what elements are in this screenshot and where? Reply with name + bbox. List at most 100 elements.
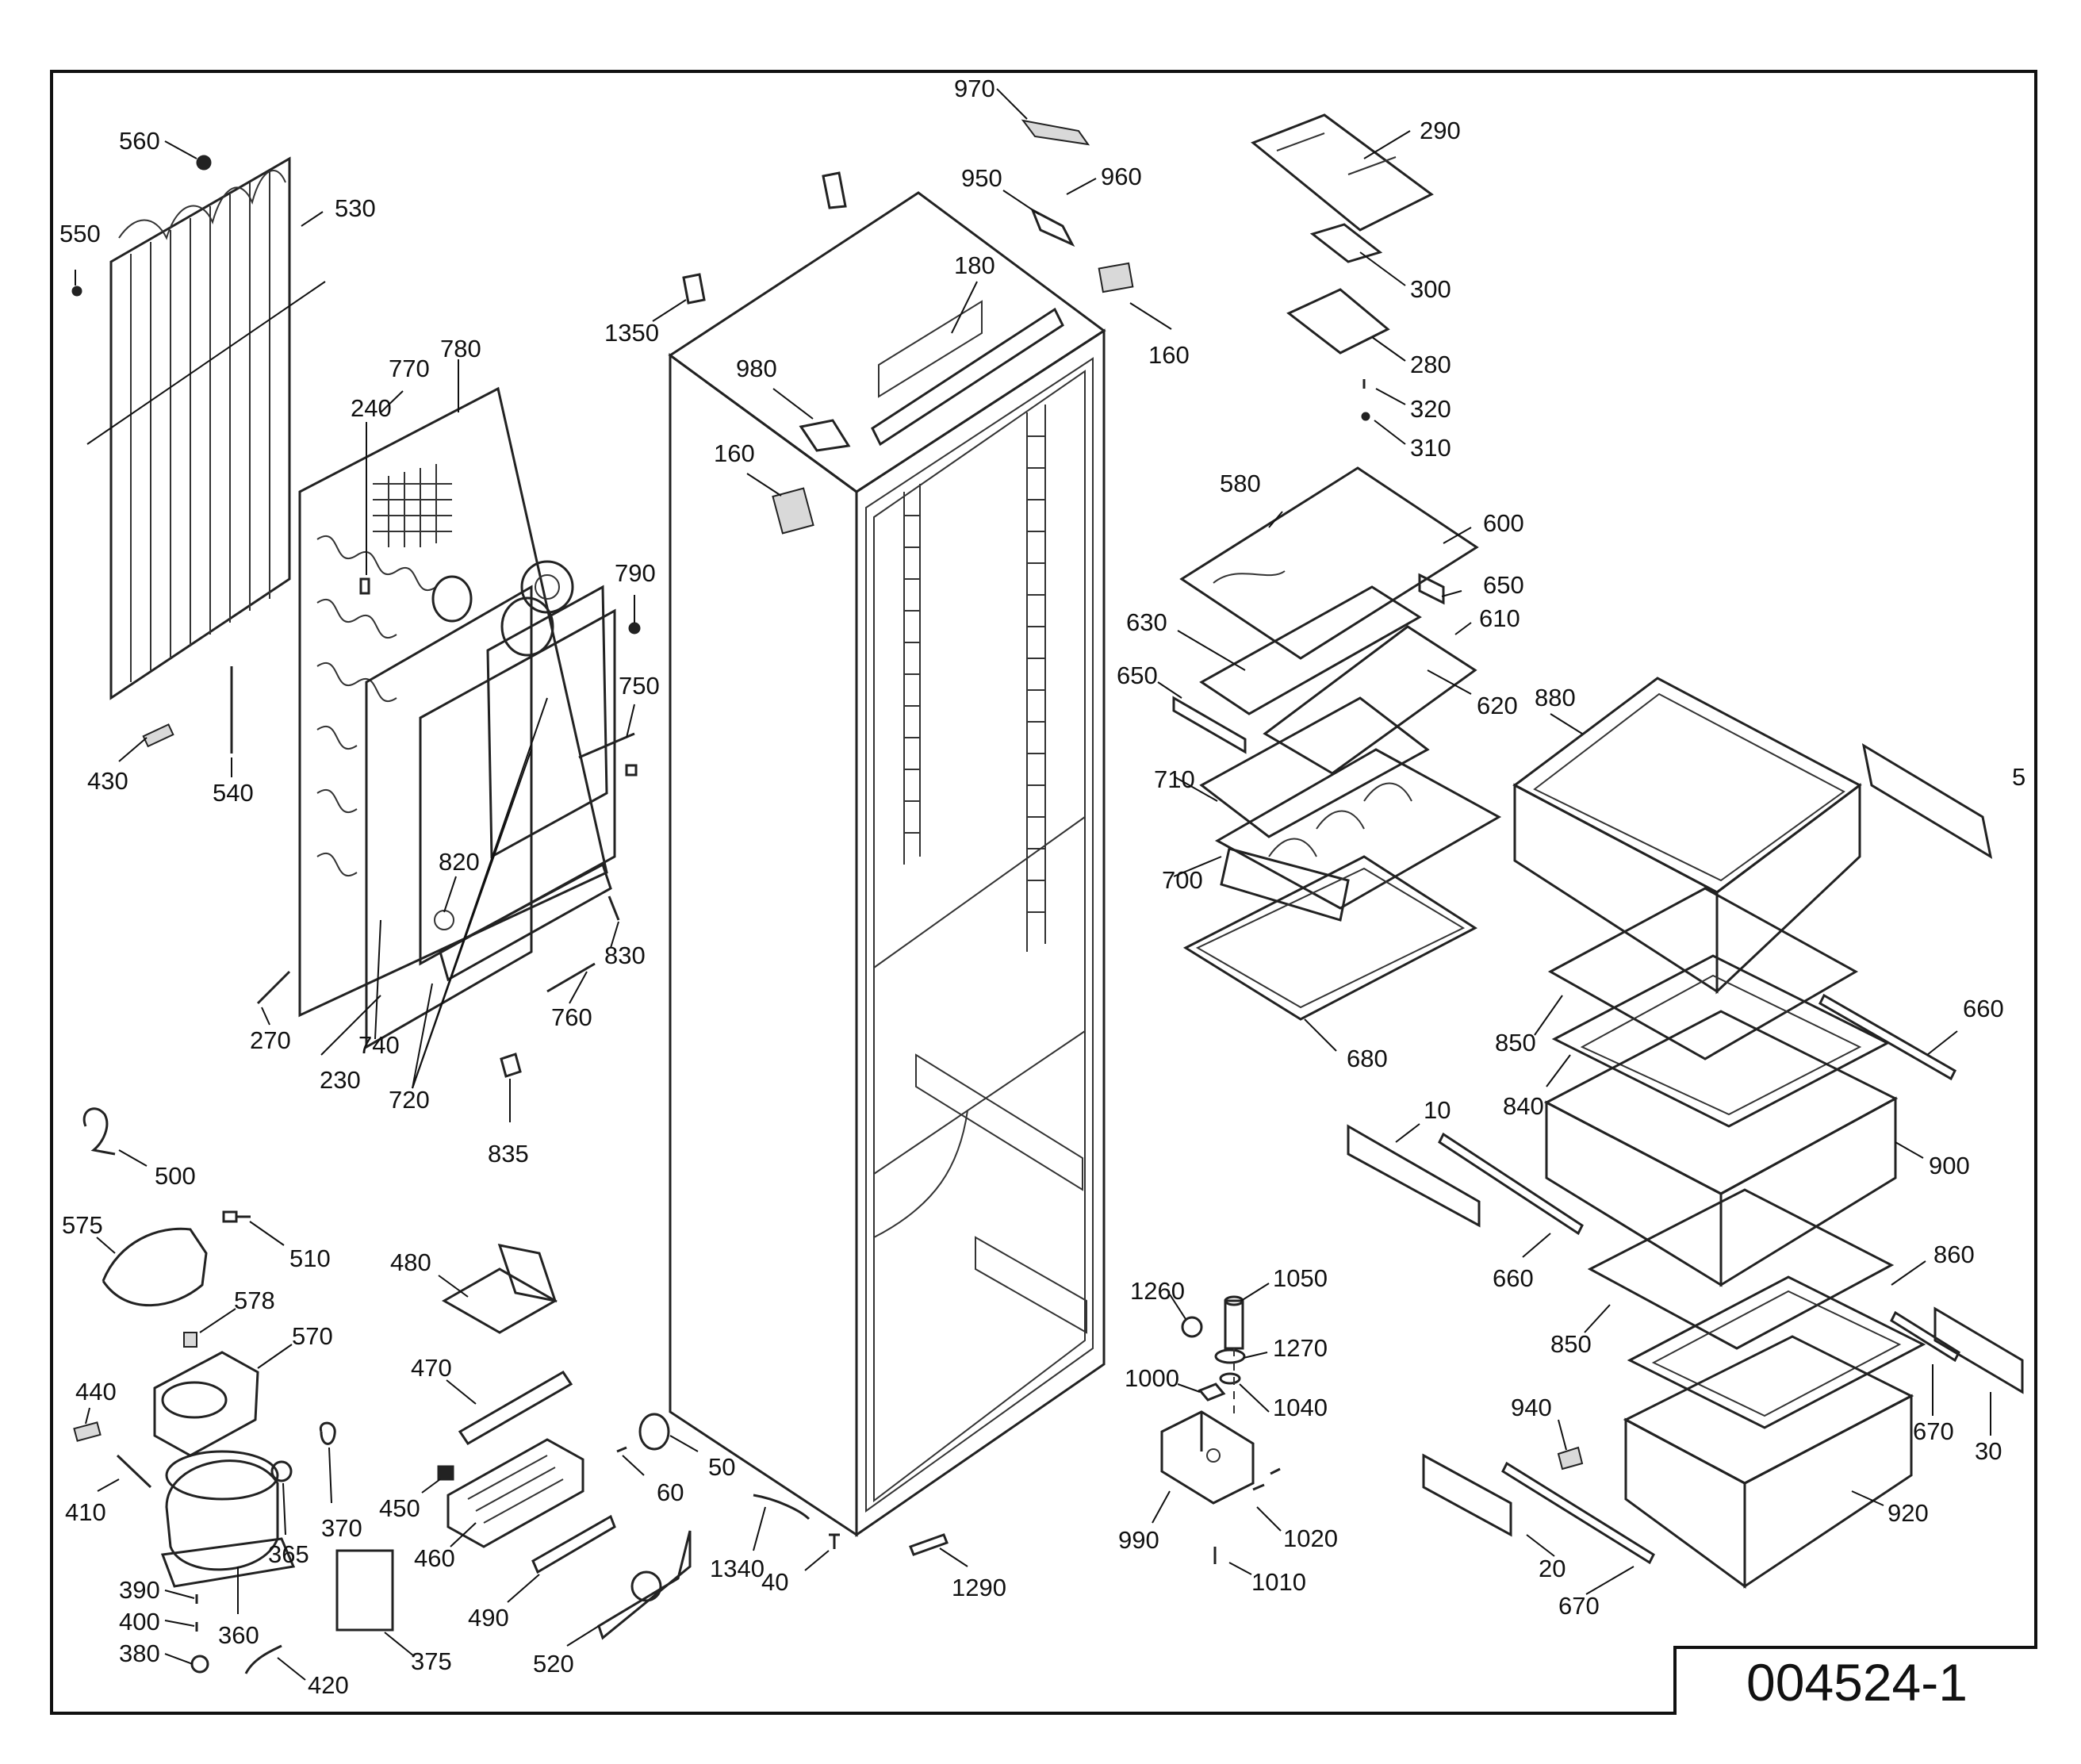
callout-1340: 1340 bbox=[710, 1555, 765, 1582]
rail-670-right bbox=[1890, 1310, 1960, 1363]
callout-670: 670 bbox=[1558, 1592, 1600, 1620]
callout-530: 530 bbox=[335, 194, 376, 222]
part-270 bbox=[256, 970, 291, 1005]
callout-430: 430 bbox=[87, 767, 128, 795]
cabinet-ribs-right bbox=[1026, 405, 1046, 952]
part-1340 bbox=[753, 1494, 811, 1520]
cover-850-top bbox=[1547, 887, 1859, 1060]
callout-390: 390 bbox=[119, 1576, 160, 1604]
callout-550: 550 bbox=[59, 220, 101, 247]
drawer-900 bbox=[1543, 1010, 1899, 1287]
callout-50: 50 bbox=[708, 1453, 735, 1481]
clip-part-1350 bbox=[682, 273, 706, 305]
part-940 bbox=[1557, 1446, 1584, 1471]
callout-420: 420 bbox=[308, 1671, 349, 1699]
callout-760: 760 bbox=[551, 1003, 592, 1031]
callout-750: 750 bbox=[619, 672, 660, 700]
callout-650: 650 bbox=[1483, 571, 1524, 599]
callout-660: 660 bbox=[1963, 995, 2004, 1022]
drawer-920 bbox=[1623, 1335, 1914, 1589]
part-290 bbox=[1251, 113, 1434, 232]
callout-700: 700 bbox=[1162, 866, 1203, 894]
callout-920: 920 bbox=[1887, 1499, 1929, 1527]
callout-500: 500 bbox=[155, 1162, 196, 1190]
rail-660-right bbox=[1818, 993, 1956, 1081]
callout-310: 310 bbox=[1410, 434, 1451, 462]
callout-560: 560 bbox=[119, 127, 160, 155]
callout-980: 980 bbox=[736, 355, 777, 382]
part-240 bbox=[359, 577, 370, 595]
part-480 bbox=[441, 1244, 558, 1334]
callout-1270: 1270 bbox=[1273, 1334, 1328, 1362]
part-500 bbox=[82, 1107, 116, 1156]
callout-450: 450 bbox=[379, 1494, 420, 1522]
part-760 bbox=[546, 962, 596, 993]
rail-670-left bbox=[1501, 1461, 1655, 1565]
part-375 bbox=[335, 1549, 394, 1632]
shelf-650-right bbox=[1418, 573, 1445, 605]
drawing-number: 004524-1 bbox=[1746, 1652, 1968, 1712]
part-40 bbox=[829, 1533, 840, 1549]
callout-410: 410 bbox=[65, 1498, 106, 1526]
callout-370: 370 bbox=[321, 1514, 362, 1542]
callout-320: 320 bbox=[1410, 395, 1451, 423]
callout-575: 575 bbox=[62, 1211, 103, 1239]
callout-10: 10 bbox=[1424, 1096, 1451, 1124]
part-490 bbox=[531, 1514, 616, 1574]
label-part-160-left bbox=[772, 487, 814, 535]
callout-900: 900 bbox=[1929, 1152, 1970, 1179]
callout-40: 40 bbox=[761, 1568, 788, 1596]
callout-30: 30 bbox=[1975, 1437, 2002, 1465]
callout-960: 960 bbox=[1101, 163, 1142, 190]
shelf-620 bbox=[1199, 696, 1430, 838]
part-50 bbox=[638, 1413, 670, 1451]
callout-670: 670 bbox=[1913, 1417, 1954, 1445]
part-750 bbox=[578, 732, 638, 777]
callout-20: 20 bbox=[1539, 1555, 1566, 1582]
callout-360: 360 bbox=[218, 1621, 259, 1649]
callout-780: 780 bbox=[440, 335, 481, 362]
callout-380: 380 bbox=[119, 1639, 160, 1667]
callout-850: 850 bbox=[1550, 1330, 1592, 1358]
callout-230: 230 bbox=[320, 1066, 361, 1094]
callout-1350: 1350 bbox=[604, 319, 659, 347]
callout-710: 710 bbox=[1154, 765, 1195, 793]
evaporator-part bbox=[298, 386, 608, 1018]
callout-240: 240 bbox=[351, 394, 392, 422]
part-60 bbox=[616, 1446, 627, 1453]
part-365 bbox=[270, 1460, 293, 1482]
hinge-part-950 bbox=[1030, 207, 1075, 247]
label-part-160 bbox=[1098, 262, 1134, 293]
callout-1260: 1260 bbox=[1130, 1277, 1185, 1305]
part-310 bbox=[1361, 412, 1370, 421]
callout-790: 790 bbox=[615, 559, 656, 587]
part-550 bbox=[71, 286, 82, 297]
callout-950: 950 bbox=[961, 164, 1002, 192]
cover-850-bottom bbox=[1587, 1188, 1895, 1350]
callout-990: 990 bbox=[1118, 1526, 1159, 1554]
fan-cover-part bbox=[365, 560, 616, 1049]
callout-860: 860 bbox=[1933, 1241, 1975, 1268]
frame-860 bbox=[1627, 1275, 1926, 1429]
callout-830: 830 bbox=[604, 941, 646, 969]
part-578 bbox=[183, 1332, 197, 1348]
callout-578: 578 bbox=[234, 1287, 275, 1314]
callout-490: 490 bbox=[468, 1604, 509, 1632]
handle-part-980 bbox=[799, 419, 851, 452]
callout-820: 820 bbox=[439, 848, 480, 876]
part-440 bbox=[73, 1421, 102, 1442]
clip-part-top bbox=[822, 171, 847, 209]
callout-400: 400 bbox=[119, 1608, 160, 1636]
part-410 bbox=[116, 1454, 152, 1489]
shelf-580 bbox=[1179, 466, 1479, 660]
callout-880: 880 bbox=[1535, 684, 1576, 711]
part-300 bbox=[1309, 223, 1383, 263]
callout-1040: 1040 bbox=[1273, 1394, 1328, 1421]
callout-540: 540 bbox=[213, 779, 254, 807]
drawing-frame bbox=[50, 70, 2037, 1715]
evaporator-grille bbox=[373, 464, 452, 547]
callout-630: 630 bbox=[1126, 608, 1167, 636]
callout-1010: 1010 bbox=[1251, 1568, 1306, 1596]
callout-610: 610 bbox=[1479, 604, 1520, 632]
callout-160: 160 bbox=[1148, 341, 1190, 369]
